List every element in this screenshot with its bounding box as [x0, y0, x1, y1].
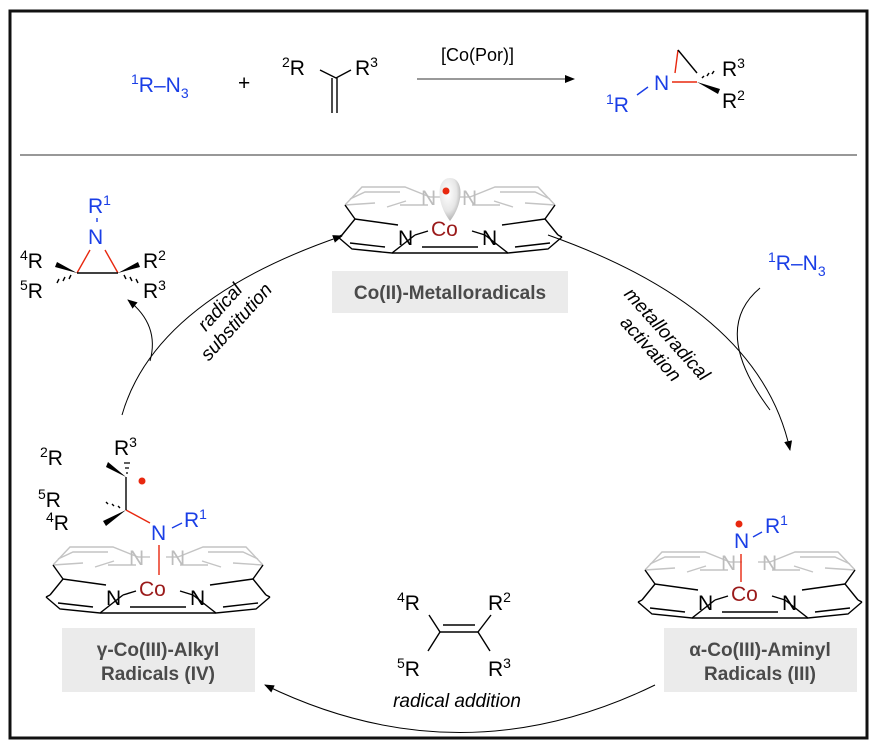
d-orbital-icon: [439, 178, 461, 221]
svg-text:N: N: [190, 587, 205, 610]
label-box-alkyl: [62, 628, 255, 692]
alkene-input: 4R 5R R2 R3: [397, 589, 511, 681]
svg-text:N: N: [170, 547, 185, 570]
svg-text:Co: Co: [139, 578, 166, 601]
svg-text:N: N: [734, 530, 749, 553]
radical-dot-icon: [442, 187, 450, 195]
svg-text:R2: R2: [488, 589, 511, 615]
co-iii-alkyl-radical: N N N N Co N R1 2R R3 5R 4R: [38, 434, 271, 614]
svg-text:N: N: [762, 552, 777, 575]
reaction-arrow: [Co(Por)]: [417, 45, 575, 83]
svg-text:R1: R1: [765, 512, 788, 538]
svg-text:R1: R1: [88, 192, 111, 218]
svg-text:N: N: [129, 547, 144, 570]
svg-text:N: N: [398, 227, 413, 250]
svg-text:4R: 4R: [397, 589, 420, 615]
svg-text:R3: R3: [114, 434, 137, 460]
label-alkyl-line2: Radicals (IV): [101, 664, 215, 685]
arrow-azide-merge: [736, 287, 771, 411]
azide-input: 1R–N3: [768, 249, 826, 279]
svg-text:N: N: [462, 187, 477, 210]
svg-text:5R: 5R: [20, 277, 43, 303]
aziridine-product: N 1R R3 R2: [606, 49, 745, 117]
label-aminyl-line1: α-Co(III)-Aminyl: [689, 640, 831, 661]
svg-text:N: N: [88, 226, 103, 249]
svg-text:2R: 2R: [282, 54, 305, 80]
svg-text:N: N: [698, 592, 713, 615]
svg-text:5R: 5R: [397, 655, 420, 681]
label-aminyl-line2: Radicals (III): [704, 664, 816, 685]
svg-text:Co: Co: [731, 583, 758, 606]
svg-text:R3: R3: [722, 55, 745, 81]
co-ii-metalloradical: N N N N Co: [337, 178, 563, 254]
svg-text:N: N: [782, 592, 797, 615]
arrow-product-release: [127, 299, 153, 362]
cycle-arrows: [121, 234, 793, 733]
svg-text:R3: R3: [355, 54, 378, 80]
svg-text:4R: 4R: [46, 509, 69, 535]
arrow-activation: [547, 234, 793, 451]
svg-text:N: N: [151, 522, 166, 545]
svg-text:N: N: [654, 72, 669, 95]
co-iii-aminyl-radical: N N N N Co N R1: [637, 512, 863, 619]
arrow-substitution: [121, 235, 343, 416]
radical-dot-icon: [138, 477, 146, 485]
svg-text:R2: R2: [722, 87, 745, 113]
svg-text:4R: 4R: [20, 247, 43, 273]
label-alkyl-line1: γ-Co(III)-Alkyl: [97, 640, 219, 661]
reaction-scheme: 1R–N3 + 2R R3 [Co(Por)] N 1R R3 R2: [131, 45, 745, 117]
svg-text:N: N: [482, 227, 497, 250]
cobalt-label: Co: [431, 218, 458, 241]
svg-text:1R: 1R: [606, 91, 629, 117]
step-label-substitution: radical substitution: [194, 279, 277, 365]
catalyst-label: [Co(Por)]: [441, 45, 514, 65]
reagent-azide: 1R–N3: [131, 71, 189, 101]
plus-sign: +: [238, 72, 250, 95]
label-box-metalloradical: [332, 271, 568, 313]
label-box-aminyl: [664, 628, 857, 692]
svg-text:R3: R3: [143, 277, 166, 303]
alkene-reagent: 2R R3: [282, 54, 378, 113]
svg-text:R2: R2: [143, 247, 166, 273]
svg-text:R3: R3: [488, 655, 511, 681]
outer-frame: [8, 9, 869, 740]
aziridine-output: R1 N 4R 5R R2 R3: [20, 192, 166, 303]
svg-text:2R: 2R: [40, 444, 63, 470]
svg-text:5R: 5R: [38, 486, 61, 512]
radical-dot-icon: [735, 520, 743, 528]
arrow-addition: [264, 684, 656, 733]
label-metalloradical: Co(II)-Metalloradicals: [354, 283, 546, 304]
svg-text:N: N: [721, 552, 736, 575]
svg-text:N: N: [421, 187, 436, 210]
step-label-activation: metalloradical activation: [616, 284, 715, 386]
svg-text:R1: R1: [184, 506, 207, 532]
step-label-addition: radical addition: [393, 691, 521, 712]
svg-text:N: N: [106, 587, 121, 610]
